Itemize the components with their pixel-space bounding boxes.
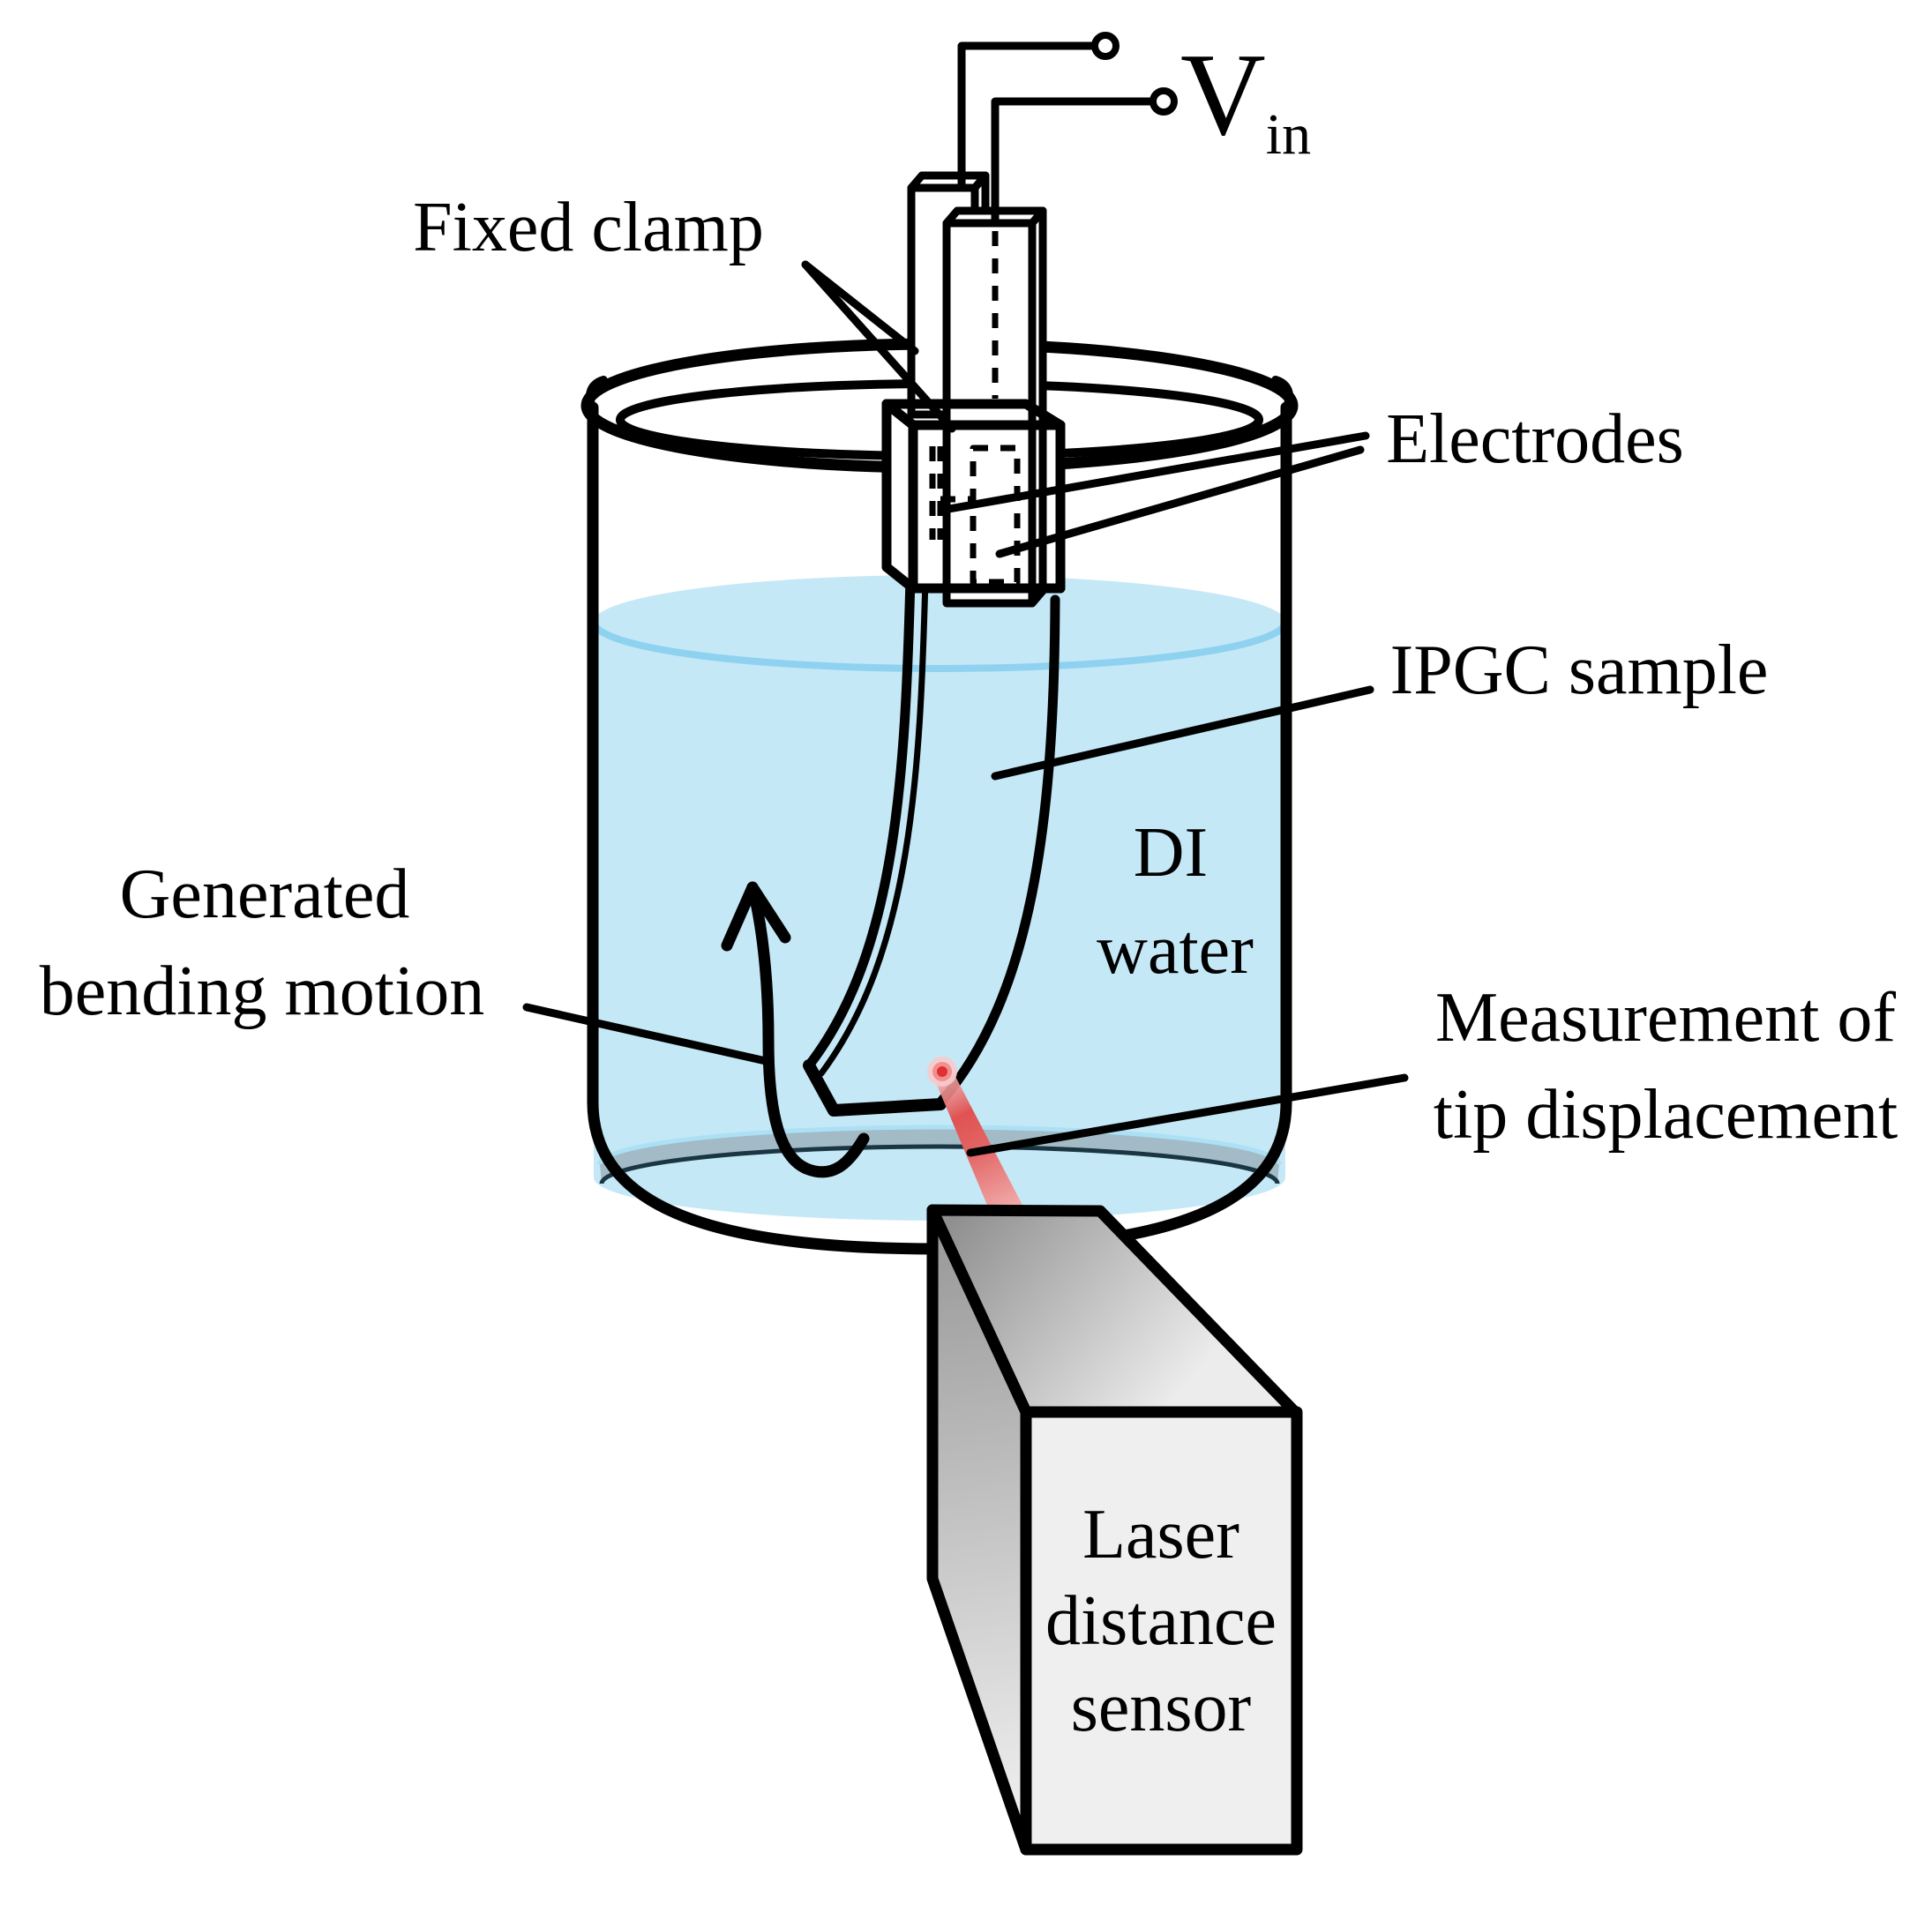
bending-label-line2: bending motion [40,953,484,1030]
electrodes-hidden [929,231,1021,586]
measurement-label-line1: Measurement of [1435,979,1896,1057]
ipgc-sample-strip [803,572,1060,1117]
vin-symbol: V [1180,29,1266,160]
bending-arrow-shaft [746,881,870,1178]
measurement-label-line2: tip displacement [1434,1076,1898,1154]
bending-motion-arrow [721,881,870,1178]
clamp-box-front-edge [908,420,1066,594]
sample-back-edge-inner [818,574,929,1077]
vin-terminal-bottom [1149,87,1178,116]
electrodes-label: Electrodes [1386,400,1684,478]
sensor-label-line3: sensor [1071,1669,1251,1746]
electrode-right-dashed-outline [970,445,1021,586]
sample-front-edge [935,594,1060,1108]
front-clamp-post [942,206,1047,608]
bending-arrowhead [721,881,791,952]
ipgc-sample-leader [991,685,1374,781]
laser-spot-core [937,1066,947,1077]
sample-back-edge-outer [804,572,916,1071]
wire-front-electrode [991,97,1152,223]
fixed-clamp-leader-1 [801,260,919,355]
measurement-leader [966,1073,1409,1157]
laser-beam [934,1068,1025,1220]
sample-tip [803,1059,947,1117]
leader-lines [522,260,1409,1157]
water-bottom-highlight-arc [597,1125,1282,1165]
front-post-front-face [942,219,1037,608]
fixed-clamp-leader-2 [801,260,956,433]
water-surface-front-arc [590,621,1289,672]
vin-terminal-top [1091,32,1120,60]
fixed-clamp-label: Fixed clamp [413,189,764,266]
water-bottom-shade [600,1127,1279,1184]
vin-subscript: in [1266,102,1311,167]
laser-distance-sensor: Laser distance sensor [926,1204,1303,1856]
sensor-label-line2: distance [1045,1582,1277,1660]
bending-label-line1: Generated [120,856,410,933]
text-labels: Vin Fixed clamp Electrodes IPGC sample D… [40,29,1898,1154]
beaker-lip-left [586,376,608,415]
di-water-body [590,575,1289,1221]
bending-motion-leader [522,1003,770,1065]
laser [927,1057,1025,1220]
electrodes-leader-2 [995,445,1365,558]
clamp-assembly [881,32,1178,608]
electrodes-leader-1 [940,431,1370,514]
di-water-label-line2: water [1097,911,1254,989]
water-bottom-dark-arc [599,1144,1280,1184]
ipgc-sample-label: IPGC sample [1390,631,1769,709]
sensor-label-line1: Laser [1082,1496,1239,1573]
wire-back-electrode [957,41,1094,188]
vin-label: Vin [1180,29,1311,167]
di-water-label-line1: DI [1134,814,1208,892]
vin-wires [957,32,1178,223]
clamp-box-edges [881,399,1066,594]
sensor-front-face [1020,1406,1303,1856]
beaker-lip-right [1271,376,1293,415]
